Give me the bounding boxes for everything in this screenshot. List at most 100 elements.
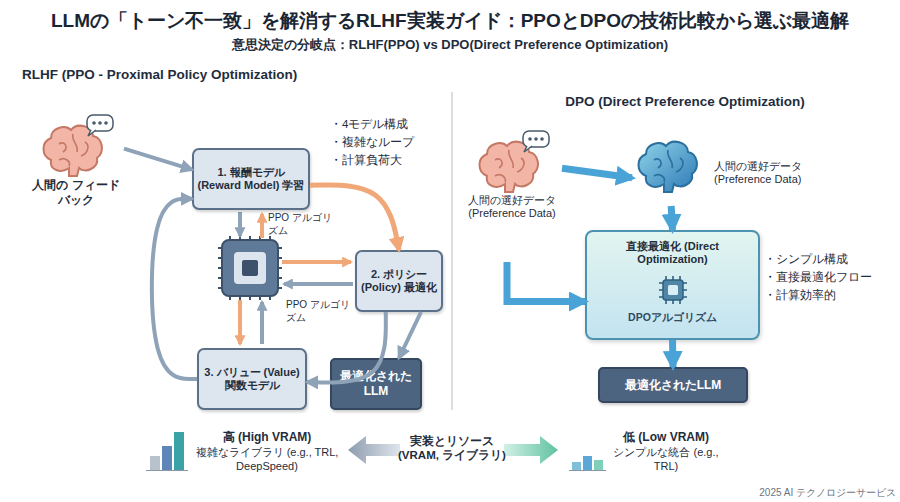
brain-icon xyxy=(37,114,115,178)
node-text: 3. バリュー (Value) 関数モデル xyxy=(201,366,303,393)
bullet-note: ・4モデル構成 xyxy=(330,117,450,131)
chip-icon xyxy=(658,275,688,305)
section-heading: DPO (Direct Preference Optimization) xyxy=(510,94,860,111)
chip-pins xyxy=(659,276,687,304)
brain-folds xyxy=(495,150,524,182)
brain-icon xyxy=(473,130,551,194)
node-text: 直接最適化 (Direct Optimization) xyxy=(591,240,754,267)
node-text: 人間の選好データ (Preference Data) xyxy=(462,194,562,221)
process-box: 3. バリュー (Value) 関数モデル xyxy=(197,348,307,410)
node-text: DPOアルゴリズム xyxy=(628,311,717,324)
node-text: 人間の選好データ (Preference Data) xyxy=(714,160,834,187)
preference-data: 人間の選好データ (Preference Data) xyxy=(632,118,838,206)
bar xyxy=(572,462,581,470)
speech-tail xyxy=(88,130,96,136)
chip-core xyxy=(242,260,258,276)
watermark: 2025 AI テクノロジーサービス xyxy=(738,487,896,500)
resource-note: シンプルな統合 (e.g., TRL) xyxy=(610,446,722,474)
resource-note: 複雑なライブラリ (e.g., TRL, DeepSpeed) xyxy=(192,446,342,474)
brain-shape xyxy=(44,126,102,176)
brain-folds xyxy=(654,150,683,182)
bar xyxy=(150,456,160,470)
bar xyxy=(594,460,603,470)
flow-arrow xyxy=(152,199,197,379)
subtitle: 意思決定の分岐点：RLHF(PPO) vs DPO(Direct Prefere… xyxy=(0,37,900,53)
speech-bubble xyxy=(523,131,549,147)
process-box: 直接最適化 (Direct Optimization) DPOアルゴリズム xyxy=(585,230,760,340)
flow-arrow xyxy=(284,282,353,286)
bar xyxy=(583,456,592,470)
process-box: 2. ポリシー (Policy) 最適化 xyxy=(355,250,443,312)
flow-arrow xyxy=(238,300,242,344)
axis-label: 実装とリソース (VRAM, ライブラリ) xyxy=(398,434,506,463)
bar-chart-icon xyxy=(146,432,188,471)
brain-icon xyxy=(473,130,551,194)
block-arrow-left xyxy=(348,436,400,464)
algorithm-note: PPO アルゴリズム xyxy=(268,212,334,237)
title: LLMの「トーン不一致」を解消するRLHF実装ガイド：PPOとDPOの技術比較か… xyxy=(0,9,900,33)
output-box: 最適化された LLM xyxy=(330,358,422,410)
section-heading: RLHF (PPO - Proximal Policy Optimization… xyxy=(22,67,422,84)
flow-arrow xyxy=(671,206,672,230)
speech-dot xyxy=(104,121,108,125)
bullet-note: ・計算負荷大 xyxy=(330,153,450,167)
flow-arrow xyxy=(260,214,264,238)
chip-icon xyxy=(658,275,688,305)
bar-axis xyxy=(569,470,606,471)
bar xyxy=(162,446,172,470)
speech-dot xyxy=(98,121,102,125)
node-text: 最適化された LLM xyxy=(336,369,416,398)
flow-arrow xyxy=(260,302,264,344)
flow-arrow xyxy=(307,312,386,383)
brain-shape xyxy=(639,142,697,192)
divider-line xyxy=(451,92,452,410)
speech-dot xyxy=(540,137,544,141)
chip-body xyxy=(222,240,278,296)
preference-data: 人間の選好データ (Preference Data) xyxy=(462,128,562,262)
flow-arrow xyxy=(310,185,399,250)
bar xyxy=(174,432,184,470)
speech-dot xyxy=(92,121,96,125)
flow-arrow xyxy=(669,340,677,367)
flow-arrow xyxy=(507,262,585,302)
brain-shape xyxy=(480,142,538,192)
bar-chart-icon xyxy=(569,456,606,471)
speech-dot xyxy=(528,137,532,141)
algorithm-note: PPO アルゴリズム xyxy=(286,299,352,324)
bar-axis xyxy=(146,470,188,471)
brain-icon xyxy=(632,130,710,194)
flow-arrow xyxy=(399,312,421,358)
speech-bubble xyxy=(87,115,113,131)
chip-core xyxy=(668,285,678,295)
chip-body xyxy=(663,280,683,300)
speech-tail xyxy=(524,146,532,152)
node-text: 人間の フィードバック xyxy=(28,178,124,207)
human-feedback: 人間の フィードバック xyxy=(28,112,124,234)
chip-pins xyxy=(218,236,282,300)
node-text: 最適化されたLLM xyxy=(625,378,722,393)
flow-arrow xyxy=(124,149,192,170)
bullet-note: ・直接最適化フロー xyxy=(764,270,894,284)
flow-arrow xyxy=(562,168,632,178)
chip-icon xyxy=(218,236,282,300)
brain-icon xyxy=(37,114,115,178)
node-text: 1. 報酬モデル (Reward Model) 学習 xyxy=(196,166,306,193)
resource-heading: 低 (Low VRAM) xyxy=(610,430,722,445)
output-box: 最適化されたLLM xyxy=(598,367,748,403)
bullet-note: ・計算効率的 xyxy=(764,288,894,302)
resource-heading: 高 (High VRAM) xyxy=(192,430,342,445)
bullet-note: ・複雑なループ xyxy=(330,135,450,149)
flow-arrow xyxy=(282,260,351,264)
bullet-note: ・シンプル構成 xyxy=(764,252,894,266)
flow-arrow xyxy=(238,212,242,236)
brain-icon xyxy=(632,130,710,194)
speech-dot xyxy=(534,137,538,141)
node-text: 2. ポリシー (Policy) 最適化 xyxy=(359,268,439,295)
block-arrow-right xyxy=(504,436,558,464)
brain-folds xyxy=(59,134,88,166)
chip-die xyxy=(234,252,266,284)
process-box: 1. 報酬モデル (Reward Model) 学習 xyxy=(192,148,310,210)
